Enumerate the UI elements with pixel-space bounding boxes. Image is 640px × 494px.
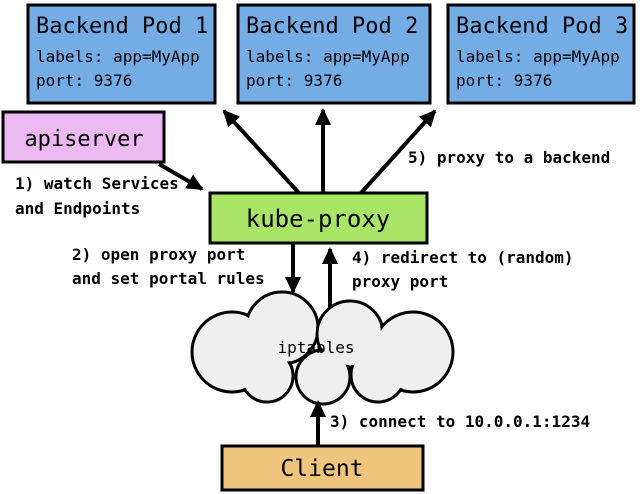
arrow-kube-proxy-to-pod3 bbox=[359, 109, 437, 195]
apiserver-node: apiserver bbox=[1, 110, 166, 164]
kube-proxy-box bbox=[208, 191, 429, 245]
cloud-interior bbox=[194, 294, 451, 402]
iptables-cloud: iptables bbox=[190, 290, 455, 406]
backend-pod-1-box bbox=[26, 3, 217, 105]
backend-pod-2-box bbox=[236, 3, 432, 105]
step5-line1: 5) proxy to a backend bbox=[408, 148, 610, 167]
step2-line1: 2) open proxy port bbox=[72, 245, 245, 264]
backend-pod-1-labels: labels: app=MyApp bbox=[36, 47, 200, 66]
iptables-label: iptables bbox=[277, 338, 354, 357]
client-box bbox=[220, 444, 425, 492]
backend-pod-3-title: Backend Pod 3 bbox=[456, 14, 628, 39]
arrow-kube-proxy-to-pod1 bbox=[222, 109, 301, 195]
step1-line2: and Endpoints bbox=[15, 199, 140, 218]
backend-pod-3-labels: labels: app=MyApp bbox=[456, 47, 620, 66]
annotation-step5: 5) proxy to a backend bbox=[408, 148, 610, 167]
backend-pod-3-port: port: 9376 bbox=[456, 71, 552, 90]
backend-pod-3-box bbox=[446, 3, 636, 105]
step3-line1: 3) connect to 10.0.0.1:1234 bbox=[330, 412, 590, 431]
kube-proxy-label: kube-proxy bbox=[246, 205, 391, 233]
step2-line2: and set portal rules bbox=[72, 269, 265, 288]
client-node: Client bbox=[220, 444, 425, 492]
step1-line1: 1) watch Services bbox=[15, 174, 179, 193]
apiserver-box bbox=[1, 110, 166, 164]
annotation-step1: 1) watch Services and Endpoints bbox=[15, 174, 179, 218]
client-label: Client bbox=[280, 456, 363, 482]
backend-pod-2-title: Backend Pod 2 bbox=[246, 14, 418, 39]
backend-pod-1-port: port: 9376 bbox=[36, 71, 132, 90]
annotation-step2: 2) open proxy port and set portal rules bbox=[72, 245, 265, 288]
kube-proxy-node: kube-proxy bbox=[208, 191, 429, 245]
backend-pod-2: Backend Pod 2 labels: app=MyApp port: 93… bbox=[236, 3, 432, 105]
step4-line1: 4) redirect to (random) bbox=[352, 248, 574, 267]
step4-line2: proxy port bbox=[352, 272, 448, 291]
backend-pod-1-title: Backend Pod 1 bbox=[36, 14, 208, 39]
arrow-apiserver-to-kube-proxy bbox=[157, 162, 204, 191]
backend-pod-2-labels: labels: app=MyApp bbox=[246, 47, 410, 66]
backend-pod-3: Backend Pod 3 labels: app=MyApp port: 93… bbox=[446, 3, 636, 105]
annotation-step3: 3) connect to 10.0.0.1:1234 bbox=[330, 412, 590, 431]
annotation-step4: 4) redirect to (random) proxy port bbox=[352, 248, 574, 291]
backend-pod-2-port: port: 9376 bbox=[246, 71, 342, 90]
backend-pod-1: Backend Pod 1 labels: app=MyApp port: 93… bbox=[26, 3, 217, 105]
apiserver-label: apiserver bbox=[24, 127, 143, 152]
